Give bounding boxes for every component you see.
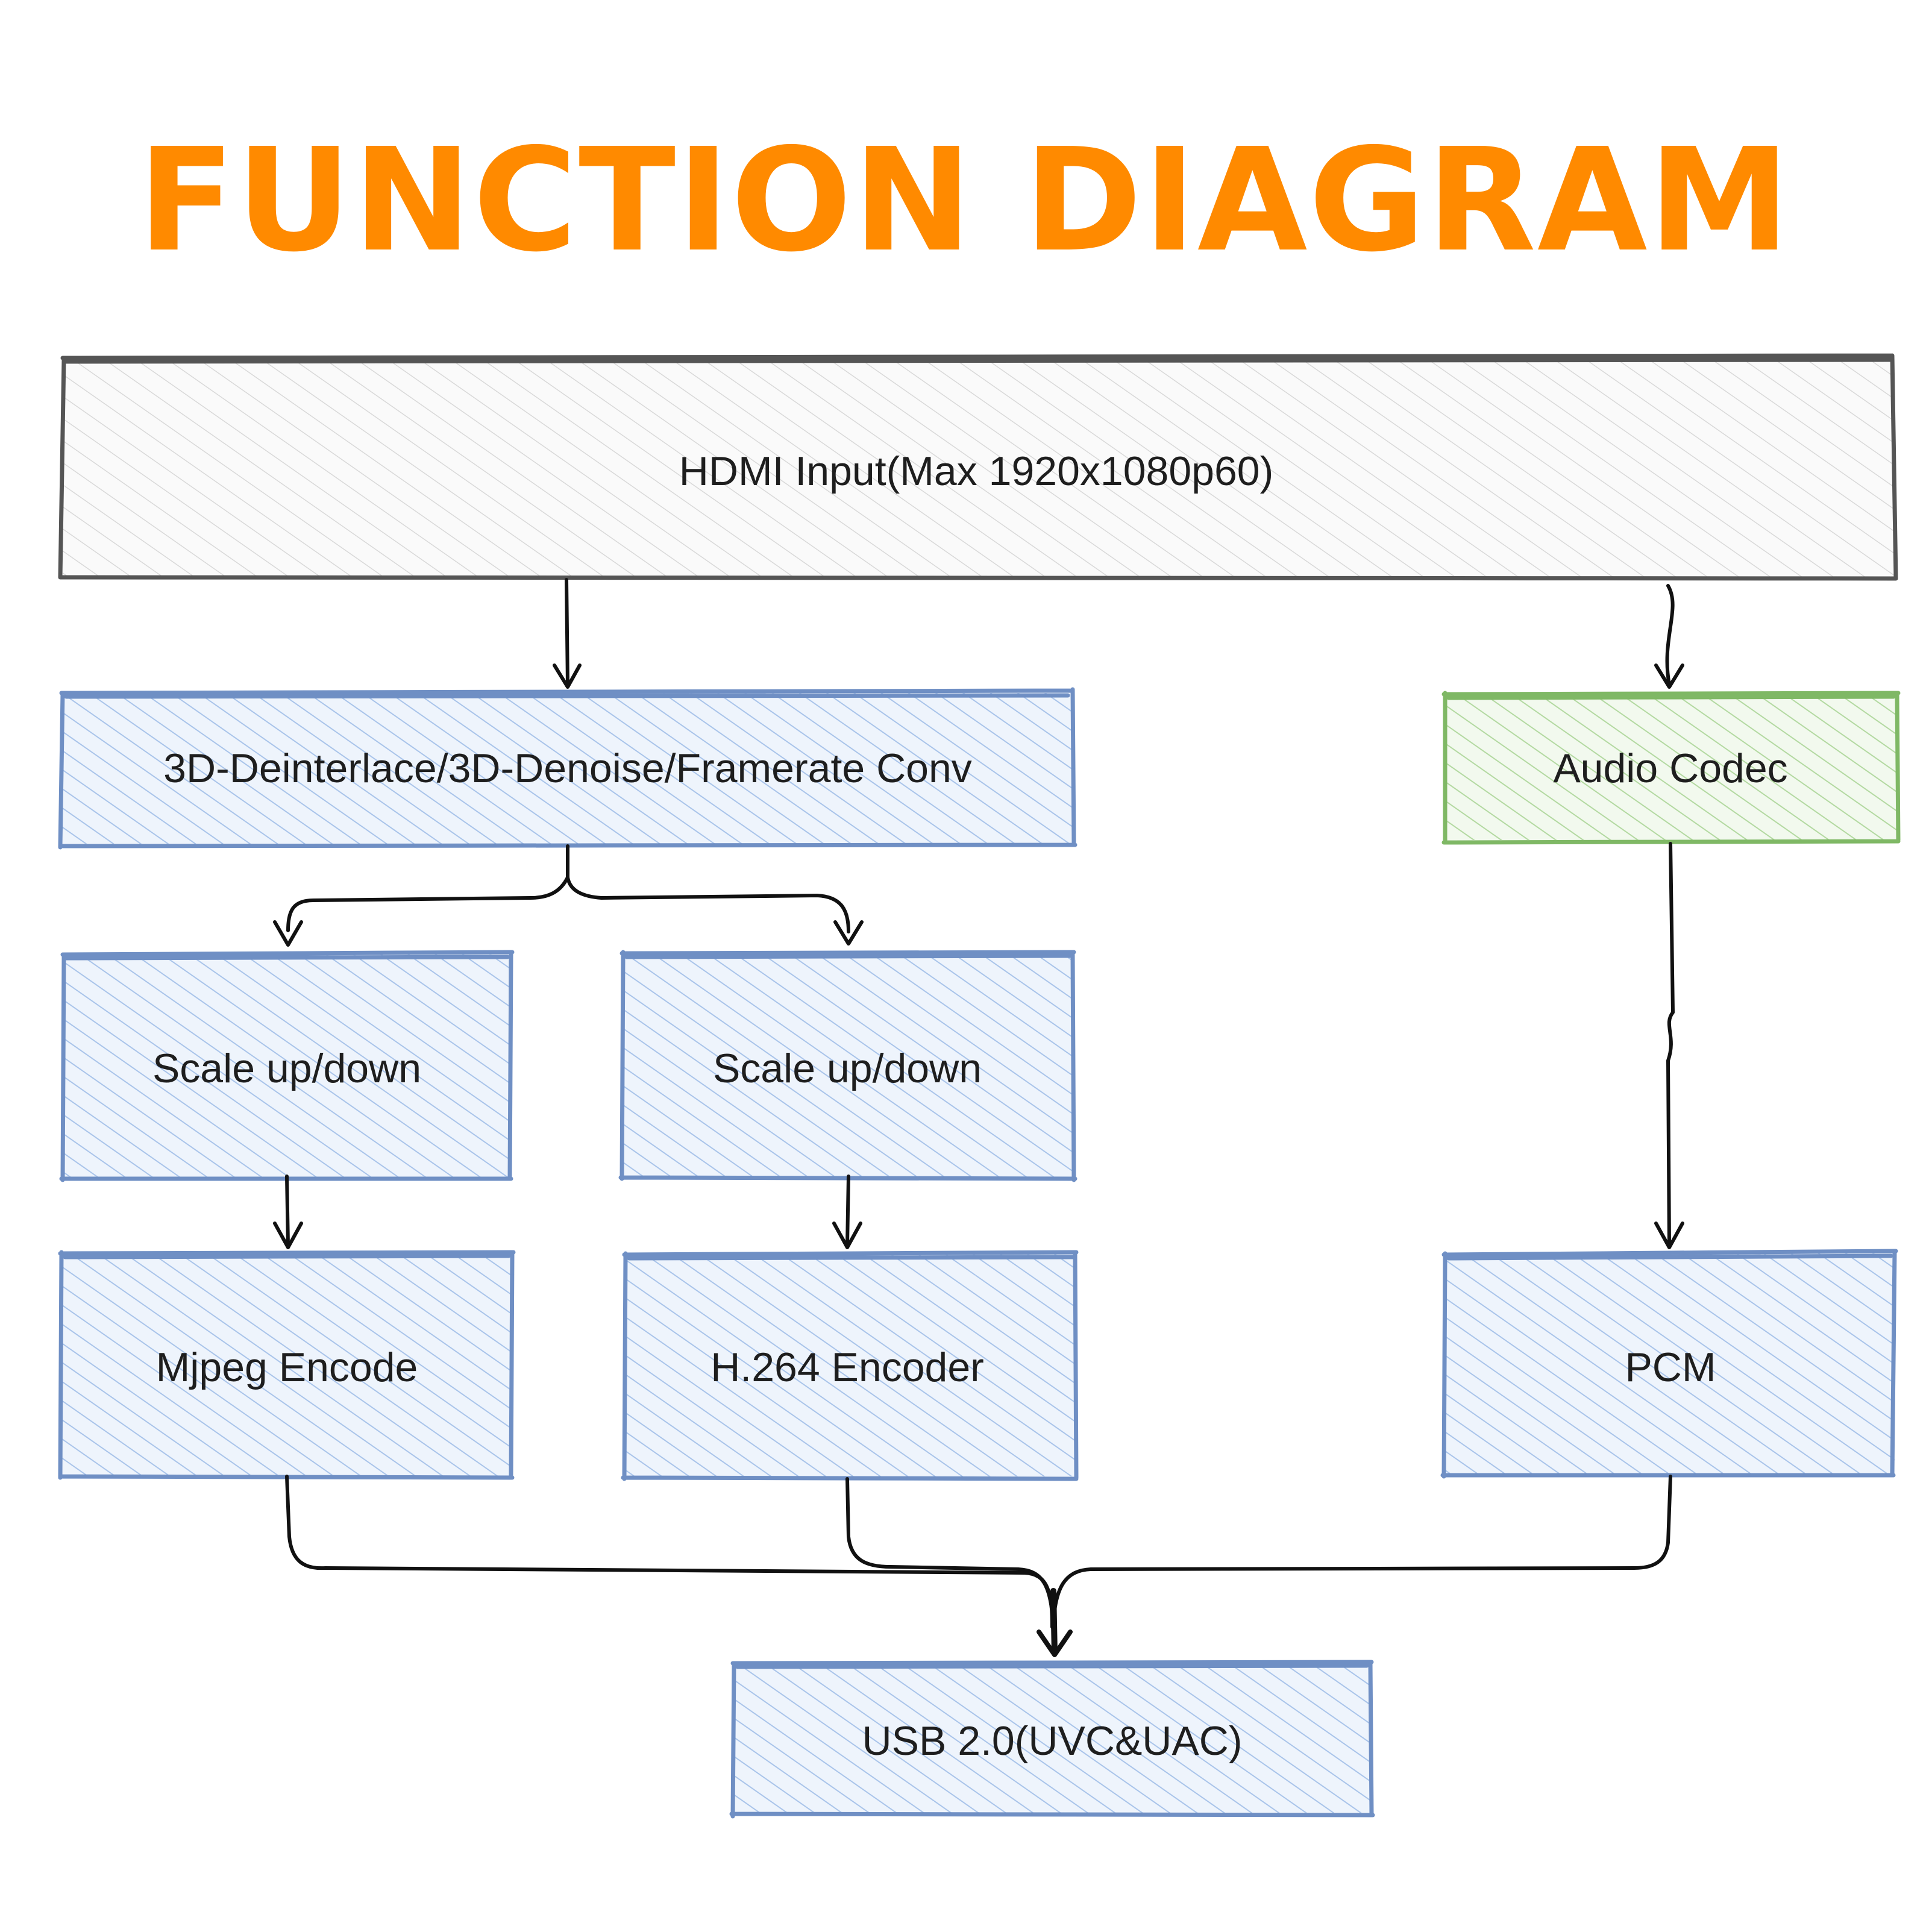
usb-block: USB 2.0(UVC&UAC) (729, 1660, 1375, 1819)
arrowhead-h264 (832, 1222, 862, 1249)
split-right-branch (600, 894, 850, 933)
scale-left-block: Scale up/down (59, 950, 515, 1182)
usb-stem (1050, 1588, 1058, 1657)
arrowhead-audio (1654, 663, 1684, 689)
audio-codec-block: Audio Codec (1441, 691, 1901, 845)
arrowhead-mjpeg (273, 1222, 303, 1249)
arrowhead-usb (1037, 1629, 1073, 1657)
deinterlace-label: 3D-Deinterlace/3D-Denoise/Framerate Conv (163, 745, 972, 791)
arrowhead-scale-right (833, 920, 864, 946)
deinterlace-block: 3D-Deinterlace/3D-Denoise/Framerate Conv (58, 687, 1077, 850)
join-h264 (845, 1477, 1055, 1629)
split-left-branch (286, 876, 569, 932)
hdmi-input-label: HDMI Input(Max 1920x1080p60) (679, 448, 1274, 494)
join-mjpeg (285, 1475, 1054, 1629)
arrow-scale-right-to-h264 (845, 1175, 850, 1247)
scale-left-label: Scale up/down (152, 1046, 421, 1091)
pcm-label: PCM (1625, 1344, 1716, 1390)
mjpeg-encode-label: Mjpeg Encode (156, 1344, 418, 1390)
audio-codec-label: Audio Codec (1553, 745, 1787, 791)
arrow-hdmi-to-audio (1665, 584, 1675, 686)
connectors (273, 578, 1684, 1657)
pcm-block: PCM (1440, 1249, 1898, 1479)
scale-right-label: Scale up/down (713, 1046, 982, 1091)
scale-right-block: Scale up/down (618, 950, 1077, 1182)
h264-encoder-block: H.264 Encoder (621, 1250, 1079, 1481)
arrow-scale-left-to-mjpeg (285, 1175, 290, 1247)
hdmi-input-block: HDMI Input(Max 1920x1080p60) (58, 353, 1898, 581)
usb-label: USB 2.0(UVC&UAC) (862, 1718, 1242, 1764)
arrowhead-pcm (1654, 1222, 1684, 1249)
arrow-audio-to-pcm (1666, 842, 1675, 1247)
split-stem (566, 844, 603, 900)
arrowhead-scale-left (273, 920, 303, 947)
arrowhead-deinterlace (553, 663, 582, 689)
arrow-hdmi-to-deinterlace (565, 578, 569, 686)
join-pcm (1052, 1475, 1672, 1629)
h264-encoder-label: H.264 Encoder (710, 1344, 984, 1390)
diagram-title: FUNCTION DIAGRAM (137, 118, 1792, 283)
mjpeg-encode-block: Mjpeg Encode (58, 1250, 516, 1480)
